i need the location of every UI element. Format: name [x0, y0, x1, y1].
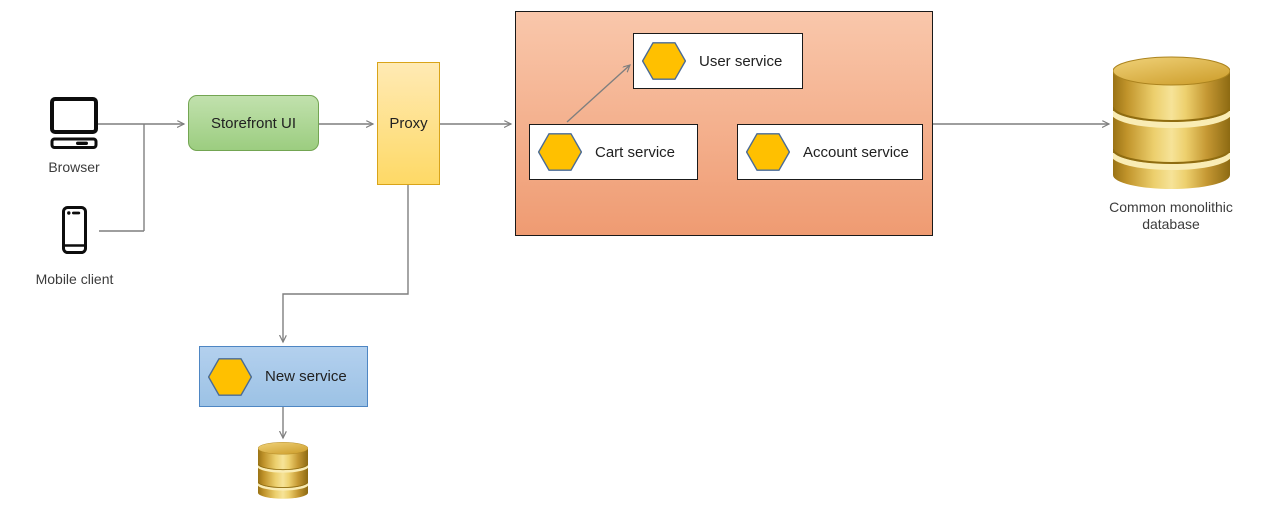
- user-service-node[interactable]: User service: [633, 33, 803, 89]
- hexagon-icon: [538, 133, 582, 171]
- proxy-label: Proxy: [389, 115, 428, 132]
- hexagon-icon: [642, 42, 686, 80]
- hexagon-icon: [746, 133, 790, 171]
- smartphone-icon: [62, 206, 87, 254]
- cart-service-node[interactable]: Cart service: [529, 124, 698, 180]
- new-service-node[interactable]: New service: [199, 346, 368, 407]
- database-cylinder-icon[interactable]: [1113, 56, 1230, 190]
- storefront-ui-node[interactable]: Storefront UI: [188, 95, 319, 151]
- edge-proxy-to-new-service: [283, 185, 409, 342]
- browser-label: Browser: [48, 159, 100, 175]
- database-cylinder-icon[interactable]: [258, 441, 308, 500]
- account-service-label: Account service: [803, 143, 909, 161]
- monolithic-database-label: Common monolithic database: [1109, 199, 1233, 232]
- proxy-node[interactable]: Proxy: [377, 62, 440, 185]
- account-service-node[interactable]: Account service: [737, 124, 923, 180]
- user-service-label: User service: [699, 52, 783, 70]
- storefront-ui-label: Storefront UI: [210, 114, 297, 132]
- new-service-label: New service: [265, 368, 347, 385]
- cart-service-label: Cart service: [595, 143, 676, 161]
- mobile-client-label: Mobile client: [35, 271, 114, 287]
- desktop-computer-icon: [50, 97, 98, 149]
- hexagon-icon: [208, 357, 252, 396]
